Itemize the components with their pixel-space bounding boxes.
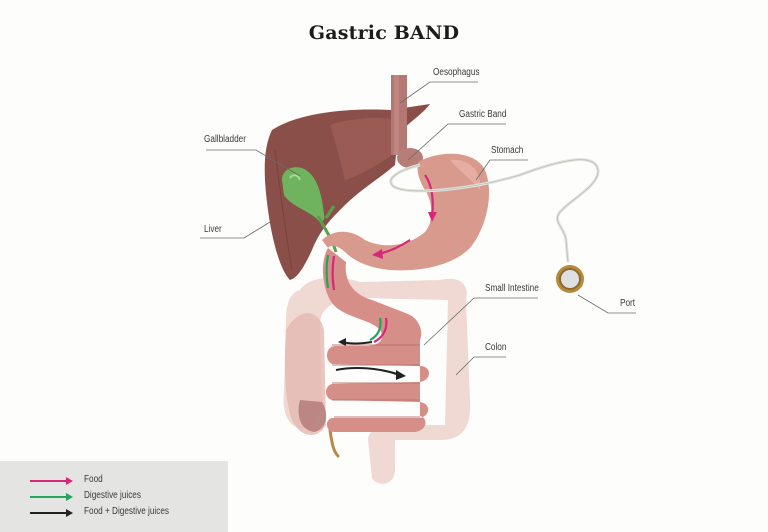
stomach <box>322 153 490 271</box>
legend-label: Food + Digestive juices <box>84 506 170 517</box>
legend-label: Food <box>84 474 103 485</box>
oesophagus <box>391 75 423 168</box>
liver <box>264 104 430 280</box>
arrowhead-icon <box>66 477 73 485</box>
legend-item-food: Food <box>0 474 228 487</box>
colon <box>283 277 471 484</box>
pink-arrow-icon <box>30 480 68 482</box>
label-small-intestine: Small Intestine <box>485 283 539 294</box>
legend: Food Digestive juices Food + Digestive j… <box>0 461 228 532</box>
arrowhead-icon <box>66 509 73 517</box>
label-colon: Colon <box>485 342 507 353</box>
diagram-title: Gastric BAND <box>308 22 460 44</box>
arrowhead-icon <box>66 493 73 501</box>
label-gastric-band: Gastric Band <box>459 109 507 120</box>
label-stomach: Stomach <box>491 145 524 156</box>
label-gallbladder: Gallbladder <box>204 134 246 145</box>
legend-item-digestive-juices: Digestive juices <box>0 490 228 503</box>
green-arrow-icon <box>30 496 68 498</box>
gallbladder <box>282 167 338 253</box>
legend-item-food-digestive-juices: Food + Digestive juices <box>0 506 228 519</box>
label-port: Port <box>620 298 636 309</box>
black-arrow-icon <box>30 512 68 514</box>
leader-lines <box>200 81 636 376</box>
small-intestine <box>322 248 429 432</box>
legend-label: Digestive juices <box>84 490 141 501</box>
label-liver: Liver <box>204 224 222 235</box>
gastric-band-device <box>389 158 600 293</box>
label-oesophagus: Oesophagus <box>433 67 480 78</box>
